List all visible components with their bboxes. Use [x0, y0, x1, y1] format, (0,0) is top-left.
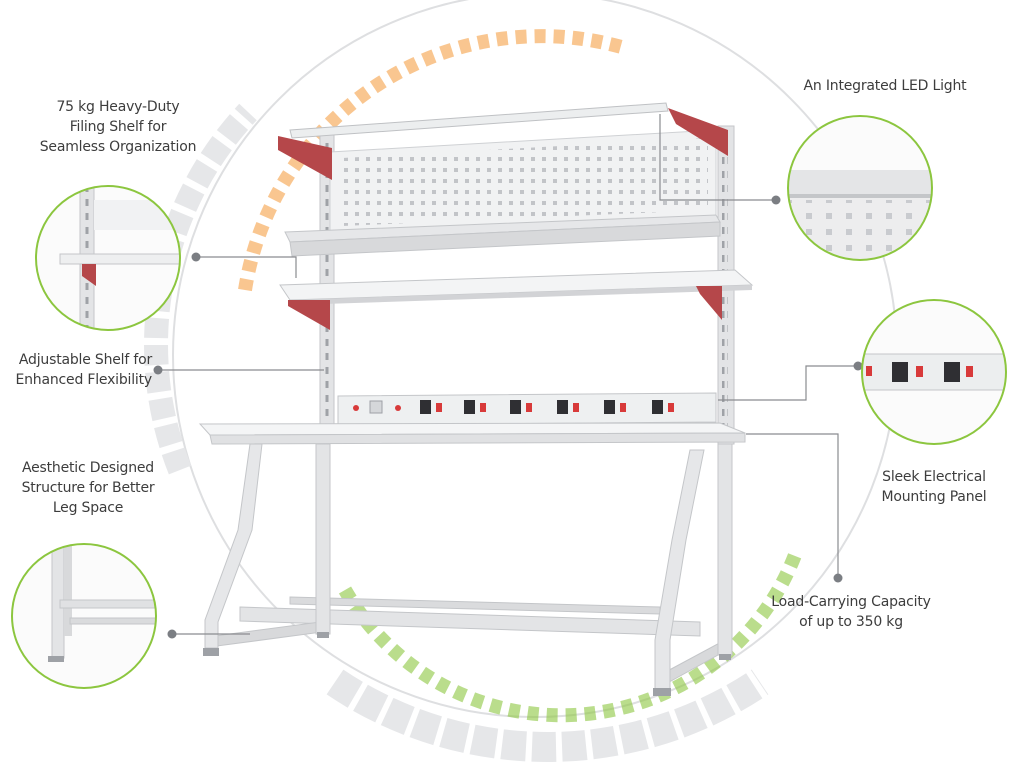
zoom-detail-led-light [787, 115, 933, 261]
zoom-detail-electrical-panel [861, 299, 1007, 445]
workbench [198, 102, 754, 696]
callout-load-capacity: Load-Carrying Capacity of up to 350 kg [771, 594, 931, 630]
decorative-gray-arc-bottom [326, 669, 769, 762]
power-socket-icon [420, 400, 663, 414]
callout-filing-shelf: 75 kg Heavy-Duty Filing Shelf for Seamle… [39, 99, 197, 155]
callout-led-light: An Integrated LED Light [803, 78, 967, 94]
rocker-switch-icon [353, 400, 674, 414]
callout-adjustable-shelf: Adjustable Shelf for Enhanced Flexibilit… [15, 352, 152, 388]
callout-connectors [158, 114, 858, 635]
zoom-detail-leg-structure [11, 543, 157, 689]
callout-electrical-panel: Sleek Electrical Mounting Panel [881, 469, 987, 505]
decorative-green-arc [338, 552, 802, 723]
callout-dots [153, 195, 863, 639]
callout-leg-structure: Aesthetic Designed Structure for Better … [21, 460, 155, 516]
zoom-detail-filing-shelf [35, 185, 181, 331]
decorative-orange-arc [238, 29, 627, 292]
